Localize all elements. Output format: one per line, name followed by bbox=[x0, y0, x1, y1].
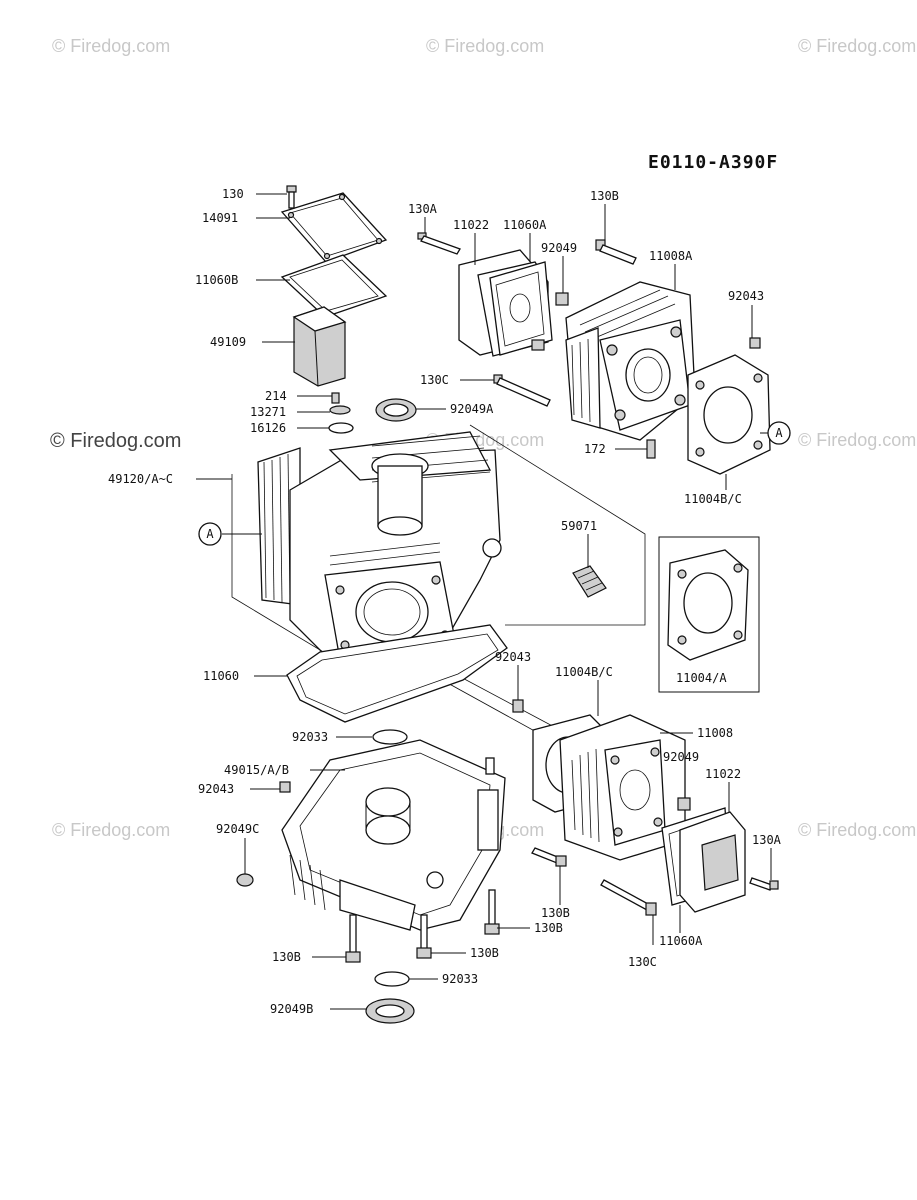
svg-text:A: A bbox=[206, 527, 214, 541]
bolt-130C-top-icon bbox=[493, 374, 551, 407]
part-label-11022-top: 11022 bbox=[453, 218, 489, 232]
dowel-92043-mid-icon bbox=[512, 699, 524, 713]
part-label-130B-top: 130B bbox=[590, 189, 619, 203]
part-label-92049-top: 92049 bbox=[541, 241, 577, 255]
nut-92049-top-icon bbox=[531, 292, 569, 351]
part-label-214: 214 bbox=[265, 389, 287, 403]
part-label-13271: 13271 bbox=[250, 405, 286, 419]
bolts-130B-low-icon bbox=[345, 889, 500, 963]
callout-a-right: A bbox=[767, 421, 791, 445]
cylinder-head-11008A bbox=[565, 281, 696, 441]
part-label-49120: 49120/A~C bbox=[108, 472, 173, 486]
crankcase-49120 bbox=[257, 431, 502, 661]
part-label-130A-top: 130A bbox=[408, 202, 438, 216]
part-label-130A-low: 130A bbox=[752, 833, 782, 847]
hose-16126-icon bbox=[328, 422, 354, 434]
watermark: © Firedog.com bbox=[798, 36, 917, 56]
muffler-shroud-11022-low bbox=[679, 811, 746, 913]
part-label-11004BC-top: 11004B/C bbox=[684, 492, 742, 506]
callout-a-left: A bbox=[198, 522, 222, 546]
dowel-92043-low-icon bbox=[279, 781, 291, 793]
watermark: © Firedog.com bbox=[52, 820, 171, 840]
oil-seal-92049B-icon bbox=[365, 998, 415, 1024]
part-label-11004BC-mid: 11004B/C bbox=[555, 665, 613, 679]
part-label-11060: 11060 bbox=[203, 669, 239, 683]
part-label-130C-top: 130C bbox=[420, 373, 449, 387]
part-label-130B-low2: 130B bbox=[272, 950, 301, 964]
spark-plug-172-icon bbox=[646, 439, 656, 459]
watermark: © Firedog.com bbox=[52, 36, 171, 56]
part-label-92033-low: 92033 bbox=[442, 972, 478, 986]
part-label-11060A-top: 11060A bbox=[503, 218, 547, 232]
dowel-92043-top-icon bbox=[749, 337, 761, 349]
part-label-11008: 11008 bbox=[697, 726, 733, 740]
part-label-130C-low: 130C bbox=[628, 955, 657, 969]
part-label-130B-low3: 130B bbox=[470, 946, 499, 960]
part-label-92043-top: 92043 bbox=[728, 289, 764, 303]
bolt-130A-low-icon bbox=[749, 877, 779, 891]
nut-92049-mid-icon bbox=[677, 797, 691, 811]
part-label-59071: 59071 bbox=[561, 519, 597, 533]
screw-214-icon bbox=[331, 392, 340, 404]
part-label-130B-mid: 130B bbox=[541, 906, 570, 920]
oil-seal-92033-low-icon bbox=[374, 971, 410, 987]
gasket-11060B bbox=[280, 254, 388, 318]
head-gasket-11004BC-top bbox=[687, 354, 771, 475]
diagram-reference-number: E0110-A390F bbox=[648, 152, 779, 173]
part-label-14091: 14091 bbox=[202, 211, 238, 225]
watermark: © Firedog.com bbox=[50, 430, 182, 452]
watermark: © Firedog.com bbox=[798, 820, 917, 840]
crankcase-cover-plate bbox=[280, 192, 388, 263]
part-labels: 130 14091 11060B 49109 214 13271 16126 9… bbox=[108, 187, 782, 1016]
part-label-11004A: 11004/A bbox=[676, 671, 727, 685]
watermark: © Firedog.com bbox=[798, 430, 917, 450]
part-label-130: 130 bbox=[222, 187, 244, 201]
part-label-92049B: 92049B bbox=[270, 1002, 313, 1016]
part-label-92049C: 92049C bbox=[216, 822, 259, 836]
part-label-49015: 49015/A/B bbox=[224, 763, 289, 777]
breather-valve-59071 bbox=[572, 565, 607, 598]
seal-92049C-icon bbox=[236, 873, 254, 887]
leader-lines bbox=[196, 193, 772, 1010]
part-label-49109: 49109 bbox=[210, 335, 246, 349]
part-label-92033-top: 92033 bbox=[292, 730, 328, 744]
oil-seal-92033-top-icon bbox=[372, 729, 408, 745]
clamp-13271-icon bbox=[329, 405, 351, 415]
bolt-130B-mid-icon bbox=[531, 847, 567, 867]
part-label-92043-low: 92043 bbox=[198, 782, 234, 796]
breather-element-49109 bbox=[292, 306, 347, 387]
gasket-11060 bbox=[286, 624, 508, 723]
part-label-11022-low: 11022 bbox=[705, 767, 741, 781]
gasket-11060A-top bbox=[489, 261, 553, 356]
bolt-130A-top-icon bbox=[417, 232, 461, 255]
bolt-130-icon bbox=[286, 185, 297, 209]
oil-seal-92049A-icon bbox=[375, 398, 417, 422]
crankcase-cover-49015 bbox=[281, 739, 506, 931]
part-label-92049-mid: 92049 bbox=[663, 750, 699, 764]
inset-box-11004A bbox=[658, 536, 760, 693]
part-label-92043-mid: 92043 bbox=[495, 650, 531, 664]
watermark: © Firedog.com bbox=[426, 36, 545, 56]
part-label-172: 172 bbox=[584, 442, 606, 456]
bolt-130B-top-icon bbox=[595, 239, 637, 265]
part-label-16126: 16126 bbox=[250, 421, 286, 435]
part-label-130B-low1: 130B bbox=[534, 921, 563, 935]
part-label-11060B: 11060B bbox=[195, 273, 238, 287]
part-label-92049A: 92049A bbox=[450, 402, 494, 416]
part-label-11008A: 11008A bbox=[649, 249, 693, 263]
bolt-130C-low-icon bbox=[600, 879, 657, 916]
svg-text:A: A bbox=[775, 426, 783, 440]
part-label-11060A-low: 11060A bbox=[659, 934, 703, 948]
